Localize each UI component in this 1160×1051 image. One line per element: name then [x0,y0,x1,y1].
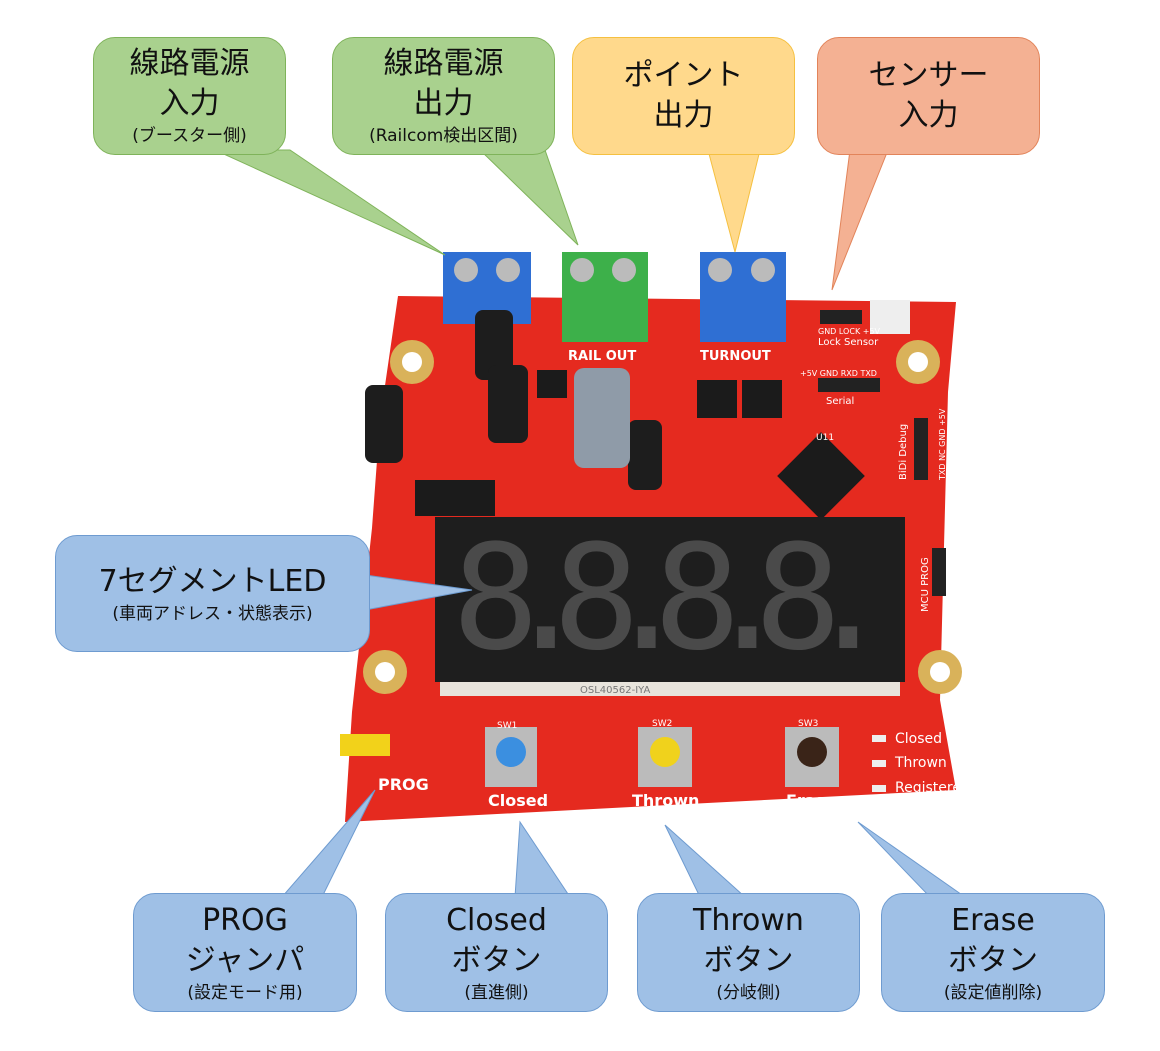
silk-led-closed: Closed [895,731,942,747]
callout-title: 線路電源 [383,46,504,81]
silk-lock-sensor: Lock Sensor [818,337,879,348]
silk-sw1: SW1 [497,721,517,731]
button-thrown-graphic [638,727,692,787]
terminal-block-rail-out [562,252,648,342]
callout-subtitle: (設定モード用) [187,982,303,1003]
callout-seven-segment-led: 7セグメントLED (車両アドレス・状態表示) [55,535,370,652]
display-part-number: OSL40562-IYA [580,685,650,696]
callout-track-power-output: 線路電源 出力 (Railcom検出区間) [332,37,555,155]
silk-lock-pins: GND LOCK +5V [818,327,881,336]
silk-mcu-prog: MCU PROG [920,557,931,612]
callout-title: 線路電源 [129,46,250,81]
callout-title: 出力 [653,98,714,133]
callout-title: PROG [202,902,288,938]
silk-led-thrown: Thrown [894,755,947,771]
ics [415,370,865,520]
silk-rail-out: RAIL OUT [568,349,636,364]
silk-closed: Closed [488,791,548,810]
callout-title: 出力 [413,86,474,121]
callout-title: ポイント [623,58,744,93]
silk-sw2: SW2 [652,719,672,729]
callout-title: ボタン [451,942,542,978]
callout-title: ボタン [948,942,1038,978]
silk-thrown: Thrown [632,791,699,810]
callout-title: 7セグメントLED [98,563,327,599]
callout-subtitle: (ブースター側) [132,126,247,146]
silk-mcu-pins: GND UPDI +5V [951,552,960,612]
capacitor-large [574,368,630,468]
silk-sw3: SW3 [798,719,818,729]
callout-title: Thrown [693,902,804,938]
callout-point-output: ポイント 出力 [572,37,795,155]
silk-prog: PROG [378,775,429,794]
button-erase-graphic [785,727,839,787]
callout-erase-button: Erase ボタン (設定値削除) [881,893,1105,1012]
silk-serial-pins: +5V GND RXD TXD [800,369,877,378]
callout-title: ジャンパ [185,942,305,978]
callout-title: 入力 [159,86,220,121]
callout-title: 入力 [898,98,959,133]
silk-bidi-pins: TXD NC GND +5V [938,408,947,481]
callout-subtitle: (Railcom検出区間) [369,126,518,146]
callout-title: ボタン [703,942,794,978]
callout-closed-button: Closed ボタン (直進側) [385,893,608,1012]
terminal-block-turnout [700,252,786,342]
callout-subtitle: (分岐側) [716,982,781,1003]
callout-subtitle: (設定値削除) [943,982,1043,1003]
callout-sensor-input: センサー 入力 [817,37,1040,155]
prog-jumper [340,734,390,756]
callout-track-power-input: 線路電源 入力 (ブースター側) [93,37,286,155]
callout-title: Erase [951,902,1035,938]
display-digits: 8.8.8.8. [452,514,892,683]
button-closed-graphic [485,727,537,787]
silk-led-registered: Registered [895,780,970,796]
silk-bidi: BiDi Debug [898,424,909,480]
capacitors [365,310,662,490]
callout-prog-jumper: PROG ジャンパ (設定モード用) [133,893,357,1012]
lock-sensor-connector [870,300,910,334]
callout-thrown-button: Thrown ボタン (分岐側) [637,893,860,1012]
seven-segment-display [435,517,905,682]
silk-u11: U11 [816,433,834,443]
silk-erase: Erase [786,791,836,810]
callout-title: Closed [446,902,547,938]
callout-title: センサー [868,58,989,93]
callout-subtitle: (直進側) [464,982,529,1003]
callout-subtitle: (車両アドレス・状態表示) [112,603,313,624]
silk-turnout: TURNOUT [700,349,771,364]
silk-serial: Serial [826,396,854,407]
